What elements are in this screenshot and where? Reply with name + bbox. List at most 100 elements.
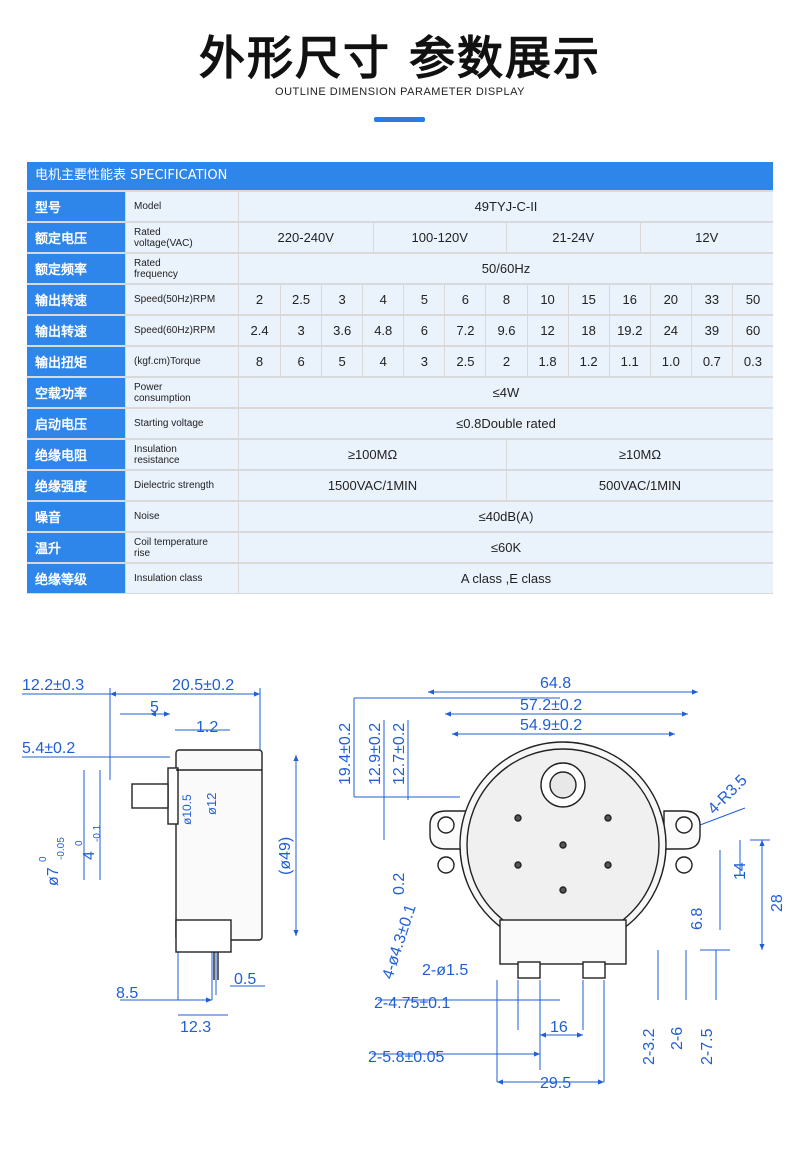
spec-value-cell: 4 [363,347,404,376]
spec-value-cell: 2.5 [445,347,486,376]
dim-16: 16 [550,1019,568,1036]
dim-phi12: ø12 [204,793,219,815]
side-view-motor [131,749,263,980]
spec-row-label-en: Speed(50Hz)RPM [126,285,238,314]
spec-row-label-cn: 启动电压 [27,409,125,438]
dim-54-9: 54.9±0.2 [520,717,582,734]
spec-row-label-en: (kgf.cm)Torque [126,347,238,376]
spec-row-label-en-line: Speed(50Hz)RPM [134,294,216,305]
dim-2-phi1-5: 2-ø1.5 [422,962,468,979]
dim-phi49: (ø49) [277,837,294,875]
spec-value-cell: 16 [609,285,650,314]
spec-row-label-en-line: Speed(60Hz)RPM [134,325,216,336]
spec-row-label-cn: 输出转速 [27,316,125,345]
dim-2-3-2: 2-3.2 [641,1028,658,1065]
spec-value-cell: ≤4W [239,378,773,407]
spec-row-label-cn: 额定电压 [27,223,125,252]
spec-value-cell: 5 [404,285,445,314]
spec-row-label-en-line: (kgf.cm)Torque [134,356,201,367]
spec-row-label-en: Model [126,192,238,221]
spec-row-label-cn: 绝缘等级 [27,564,125,593]
spec-row-label-cn: 绝缘强度 [27,471,125,500]
spec-row-label-en-line: Coil temperature [134,536,208,548]
spec-row-label-en-line: Rated [134,257,161,269]
spec-row-label-en-line: consumption [134,392,191,404]
spec-row-label-en-line: Insulation [134,443,177,455]
dim-1-2: 1.2 [196,719,218,736]
dim-5: 5 [150,699,159,716]
spec-row-label-en: Speed(60Hz)RPM [126,316,238,345]
spec-value-cell: 6 [445,285,486,314]
spec-value-cell: 19.2 [609,316,650,345]
dim-29-5: 29.5 [540,1075,571,1092]
spec-row-label-cn: 空载功率 [27,378,125,407]
dim-57-2: 57.2±0.2 [520,697,582,714]
spec-value-cell: ≤40dB(A) [239,502,773,531]
spec-value-cell: 2.5 [281,285,322,314]
dim-20-5: 20.5±0.2 [172,677,234,694]
dim-phi7-tol-lower: -0.05 [56,837,67,860]
dim-2-6: 2-6 [669,1027,686,1050]
spec-row-label-cn: 噪音 [27,502,125,531]
spec-value-cell: 2 [486,347,527,376]
spec-value-cell: 10 [527,285,568,314]
spec-value-cell: 33 [691,285,732,314]
spec-value-cell: 500VAC/1MIN [507,471,773,500]
page-subtitle: OUTLINE DIMENSION PARAMETER DISPLAY [275,86,525,98]
spec-row-label-en: Noise [126,502,238,531]
spec-row-label-en-line: Noise [134,511,160,522]
spec-row-label-en: Dielectric strength [126,471,238,500]
page-title: 外形尺寸 参数展示 [198,31,601,85]
dim-4-tol-upper: 0 [74,840,85,846]
spec-value-cell: 20 [650,285,691,314]
spec-value-cell: ≥10MΩ [507,440,773,469]
dim-4-phi4-3: 4-ø4.3±0.1 [380,902,420,981]
dim-14: 14 [732,862,749,880]
spec-row-label-en-line: Insulation class [134,573,203,584]
dim-8-5: 8.5 [116,985,138,1002]
spec-value-cell: 3.6 [322,316,363,345]
spec-row: 噪音 Noise ≤40dB(A) [27,502,773,531]
outline-dimension-drawing: 12.2±0.3 20.5±0.2 5 1.2 5.4±0.2 ø10.5 ø1… [22,675,786,1092]
spec-row-label-cn: 输出转速 [27,285,125,314]
dim-phi7: ø7 [45,867,62,886]
spec-value-cell: 12 [527,316,568,345]
spec-row-label-en: Starting voltage [126,409,238,438]
dim-12-7: 12.7±0.2 [391,723,408,785]
dim-4-tol-lower: -0.1 [92,824,103,842]
spec-value-cell: 1.8 [527,347,568,376]
dim-0-5: 0.5 [234,971,256,988]
spec-value-cell: 6 [281,347,322,376]
spec-value-cell: 49TYJ-C-II [239,192,773,221]
spec-value-cell: 15 [568,285,609,314]
dim-4: 4 [81,851,98,860]
spec-value-cell: 1.1 [609,347,650,376]
spec-value-cell: 50 [732,285,773,314]
spec-value-cell: 3 [404,347,445,376]
spec-row-label-en: Insulation class [126,564,238,593]
spec-value-cell: 4.8 [363,316,404,345]
dim-phi10-5: ø10.5 [180,794,194,825]
spec-row-label-en-line: rise [134,547,151,559]
spec-value-cell: 24 [650,316,691,345]
spec-row-label-cn: 型号 [27,192,125,221]
dim-6-8: 6.8 [689,908,706,930]
spec-value-cell: 1.2 [568,347,609,376]
spec-row-label-en-line: Dielectric strength [134,480,215,491]
spec-value-cell: 18 [568,316,609,345]
spec-table-heading: 电机主要性能表 SPECIFICATION [27,162,773,190]
spec-row-label-en-line: voltage(VAC) [134,237,193,249]
spec-value-cell: ≤60K [239,533,773,562]
spec-value-cell: 5 [322,347,363,376]
spec-value-cell: 0.7 [691,347,732,376]
spec-value-cell: 60 [732,316,773,345]
